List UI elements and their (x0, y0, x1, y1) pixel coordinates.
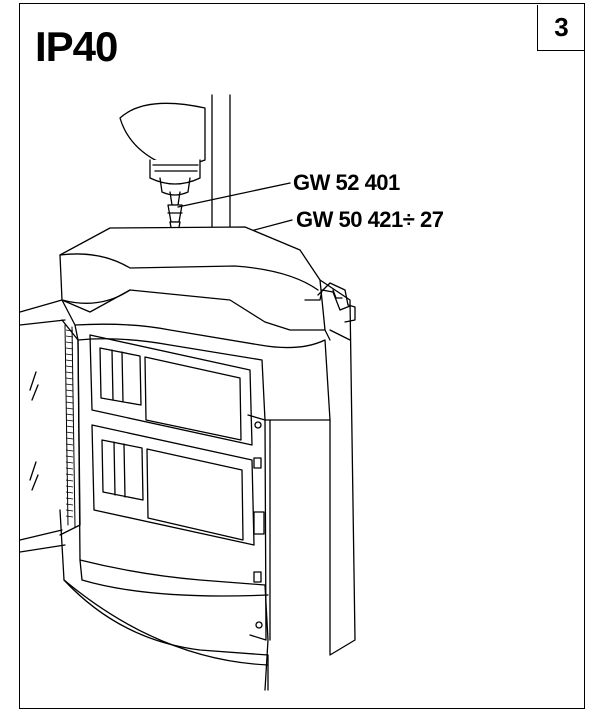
protection-rating-title: IP40 (35, 23, 118, 70)
slot-icon (253, 457, 262, 469)
enclosure-lid (59, 226, 331, 421)
enclosure-side (269, 279, 356, 656)
drill-icon (119, 102, 206, 196)
step-number-box: 3 (537, 5, 585, 51)
hinge-strip (64, 324, 76, 528)
cable-gland-callout: GW 50 421÷ 27 (296, 207, 444, 232)
hinge-teeth (65, 329, 74, 518)
enclosure-body (59, 339, 269, 691)
module-row-bottom (91, 424, 255, 546)
callout-line-1 (177, 182, 291, 208)
front-rail (247, 414, 267, 641)
module-row-top (89, 334, 253, 446)
drill-bit-callout: GW 52 401 (293, 170, 400, 195)
screw-icon (254, 421, 262, 429)
conduit-tube (211, 94, 231, 241)
step-number: 3 (554, 12, 569, 42)
wall-bracket (317, 282, 356, 323)
open-door (19, 299, 81, 553)
